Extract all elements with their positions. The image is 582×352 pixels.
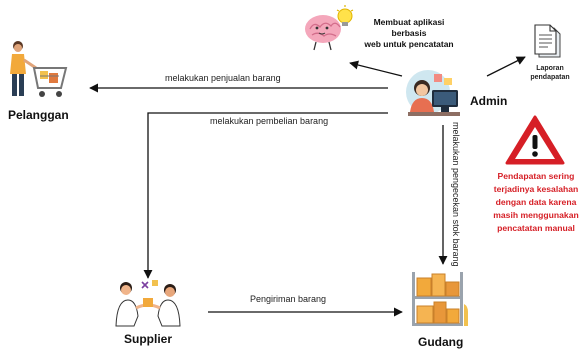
handshake-people-icon [115, 280, 181, 327]
warning-line5: pencatatan manual [497, 223, 575, 233]
warehouse-boxes-icon [412, 272, 468, 326]
warning-triangle-icon [505, 115, 565, 165]
edge-admin-supplier [143, 112, 388, 279]
idea-note: Membuat aplikasi berbasis web untuk penc… [358, 17, 460, 50]
warning-note: Pendapatan sering terjadinya kesalahan d… [480, 170, 582, 235]
edge-label-pengecekan: melakukan pengecekan stok barang [451, 122, 461, 267]
idea-note-line2: web untuk pencatatan [364, 39, 454, 49]
report-note-line2: pendapatan [530, 74, 570, 81]
edge-admin-idea [349, 60, 403, 77]
document-icon [534, 24, 561, 58]
brain-lightbulb-icon [305, 5, 354, 51]
warning-line2: terjadinya kesalahan [493, 184, 579, 194]
warning-line4: masih menggunakan [493, 210, 579, 220]
edge-label-pengiriman: Pengiriman barang [250, 294, 327, 304]
admin-computer-icon [406, 70, 460, 116]
report-note: Laporan pendapatan [522, 64, 578, 82]
edge-admin-report [486, 56, 526, 77]
edge-label-pembelian: melakukan pembelian barang [210, 116, 329, 126]
node-admin: Admin [470, 94, 508, 108]
shopping-cart-person-icon [10, 41, 68, 97]
node-gudang: Gudang [418, 335, 464, 349]
warning-line3: dengan data karena [495, 197, 577, 207]
edge-label-penjualan: melakukan penjualan barang [165, 73, 281, 83]
warning-line1: Pendapatan sering [497, 171, 575, 181]
report-note-line1: Laporan [536, 65, 564, 72]
idea-note-line1: Membuat aplikasi berbasis [373, 17, 445, 38]
node-supplier: Supplier [124, 332, 173, 346]
node-pelanggan: Pelanggan [8, 108, 69, 122]
